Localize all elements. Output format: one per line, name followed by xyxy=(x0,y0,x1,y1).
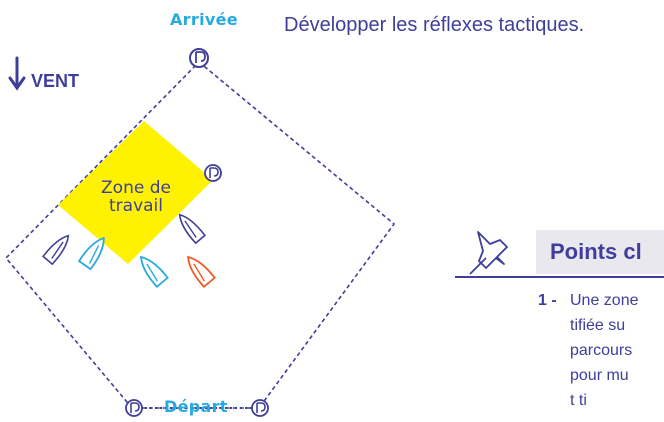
key-point-number: 1 - xyxy=(538,292,557,309)
key-point-line: Une zone xyxy=(570,292,639,309)
zone-label-line1: Zone de xyxy=(101,178,171,198)
key-point-line: t ti xyxy=(570,392,587,409)
key-point-line: parcours xyxy=(570,342,633,359)
windward-mark-icon xyxy=(204,164,222,182)
boat-navy-2 xyxy=(178,213,206,245)
start-pin-mark-icon xyxy=(125,399,143,417)
finish-mark-icon xyxy=(189,48,209,68)
finish-label: Arrivée xyxy=(170,10,238,29)
key-point-line: tifiée su xyxy=(570,317,626,334)
key-points-panel xyxy=(536,230,664,274)
key-point-line: pour mu xyxy=(570,367,629,384)
key-points-divider xyxy=(455,276,664,278)
key-points-title: Points cl xyxy=(550,239,642,264)
page-heading: Développer les réflexes tactiques. xyxy=(284,14,585,36)
course-boundary xyxy=(4,60,396,409)
boat-cyan-2 xyxy=(140,255,169,288)
boat-navy-1 xyxy=(42,234,70,266)
boat-cyan-1 xyxy=(77,236,105,271)
pushpin-icon xyxy=(469,231,508,275)
start-label: Départ xyxy=(164,397,228,416)
boat-red xyxy=(187,255,216,288)
work-zone xyxy=(58,121,213,264)
start-committee-mark-icon xyxy=(251,399,269,417)
zone-label-line2: travail xyxy=(109,196,163,216)
wind-arrow-icon xyxy=(8,56,26,91)
wind-label: VENT xyxy=(31,71,80,91)
